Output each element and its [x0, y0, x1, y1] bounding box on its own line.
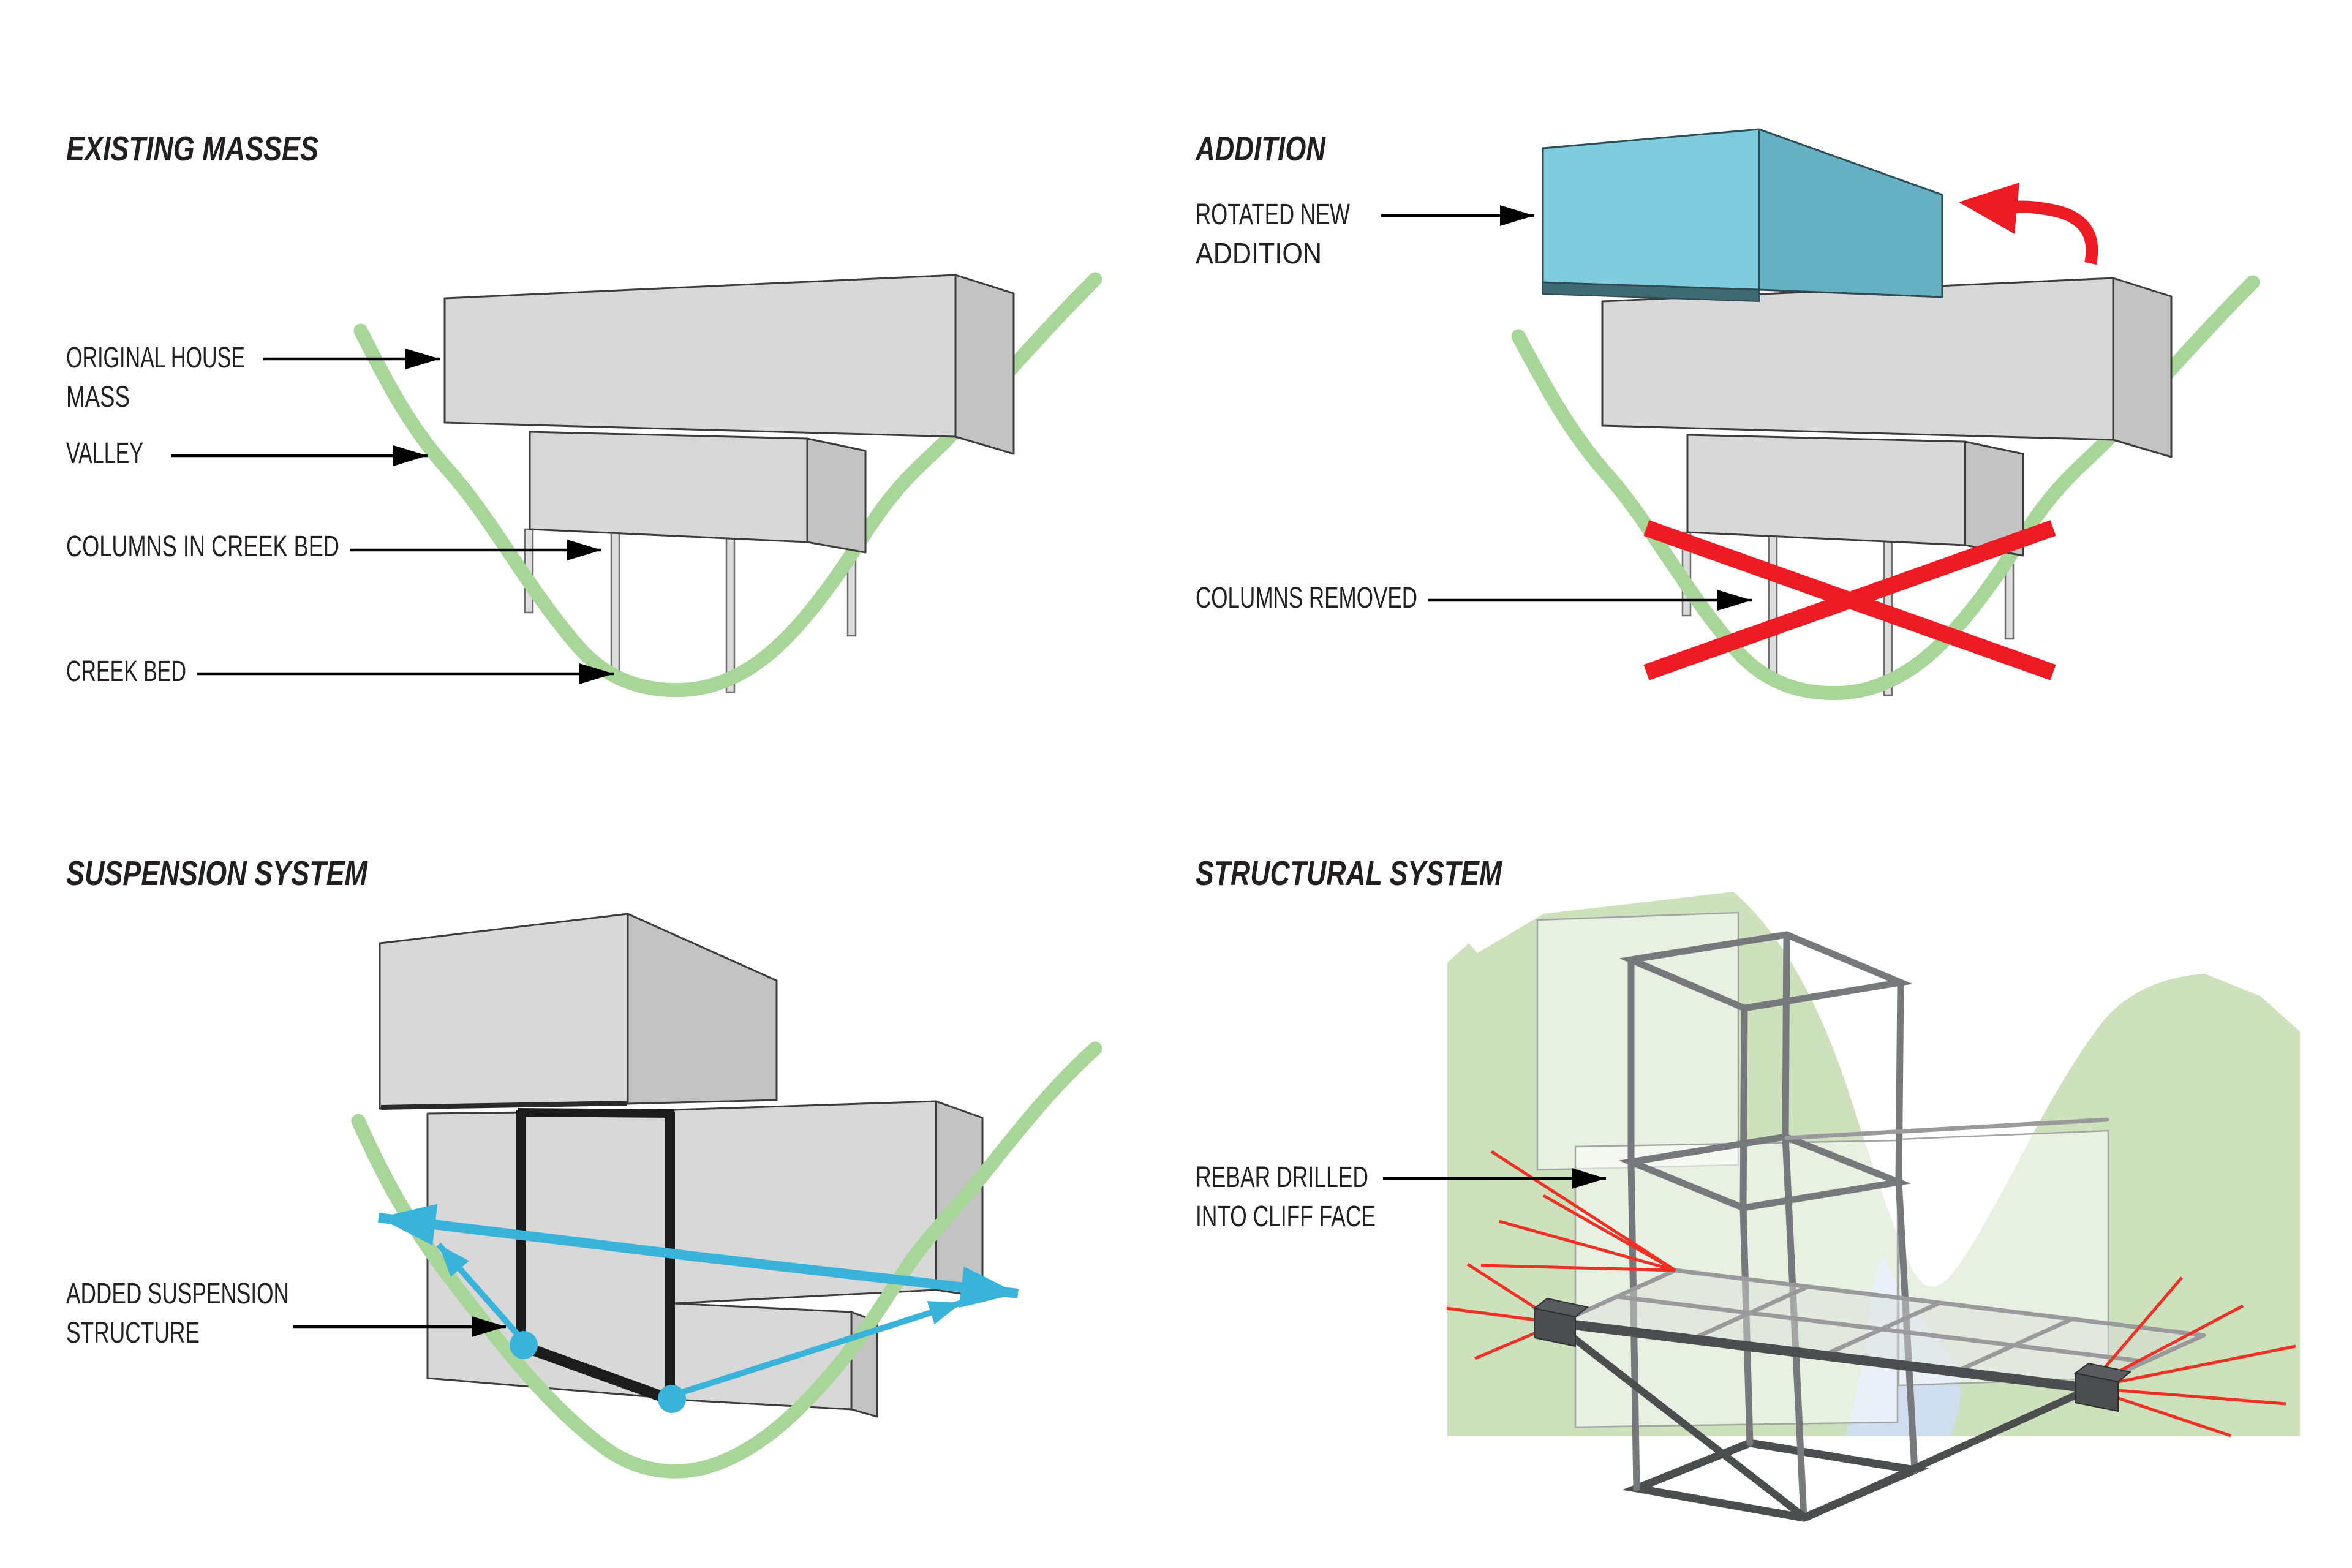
- platform-grid: [1554, 1268, 2206, 1521]
- original-house-lower-mass-side: [806, 437, 867, 554]
- panel-title: ADDITION: [1194, 129, 1326, 168]
- suspension-frame-top: [517, 1108, 674, 1118]
- cube-edge: [1740, 1204, 1754, 1447]
- anchor-block-right: [2075, 1372, 2119, 1412]
- label-creek-bed: CREEK BED: [66, 655, 186, 688]
- diagonal-brace-left: [1560, 1327, 1808, 1521]
- suspension-main-arrow-left: [378, 1204, 699, 1262]
- cube-edge: [1740, 1005, 1748, 1212]
- cube-bottom-face: [1622, 1439, 1929, 1522]
- rebar-line: [1490, 1150, 1676, 1272]
- upper-mass-side: [627, 913, 778, 1105]
- valley-line: [351, 1041, 1102, 1479]
- house-lower-mass: [1686, 434, 1966, 546]
- rotated-addition-box: [1542, 128, 1760, 291]
- main-cantilever-beam: [1554, 1318, 2092, 1393]
- suspension-cable-left: [436, 1242, 526, 1344]
- cube-edge: [1895, 1178, 1918, 1474]
- rebar-line: [1480, 1264, 1676, 1272]
- grid-beam: [1689, 1284, 1810, 1342]
- original-house-upper-mass: [443, 274, 957, 438]
- label-columns-in-creek-bed: COLUMNS IN CREEK BED: [66, 530, 339, 563]
- rebar-line: [1542, 1194, 1676, 1272]
- label-original-house: ORIGINAL HOUSE: [66, 342, 245, 374]
- upper-mass-bottom-edge: [380, 1101, 628, 1110]
- suspension-main-arrow-right: [698, 1252, 1019, 1308]
- creek-column: [725, 536, 736, 693]
- cube-edge: [1627, 1158, 1640, 1492]
- panel-existing-masses: EXISTING MASSES ORIGINAL HOUSE MASS VALL…: [66, 129, 1102, 698]
- steel-frame-lower-cube: [1622, 1117, 2109, 1522]
- upper-mass: [379, 913, 629, 1110]
- label-valley: VALLEY: [66, 437, 143, 470]
- label-rotated-new-2: ADDITION: [1196, 238, 1322, 270]
- panel-title: STRUCTURAL SYSTEM: [1196, 854, 1502, 893]
- creek-column: [610, 530, 620, 680]
- suspension-node: [510, 1331, 538, 1359]
- rebar-line: [2087, 1386, 2286, 1406]
- suspension-frame-bottom: [517, 1340, 674, 1406]
- panel-structural-system: STRUCTURAL SYSTEM: [1196, 854, 2300, 1522]
- anchor-block-left: [1534, 1307, 1576, 1348]
- steel-frame-upper-cube: [1618, 931, 1913, 1212]
- rotation-arrow-head: [1959, 183, 2019, 234]
- panel-addition: ADDITION ROTATED NEW ADDITION COLUMNS RE…: [1194, 128, 2260, 701]
- cube-edge: [1782, 931, 1790, 1140]
- panel-title: SUSPENSION SYSTEM: [66, 854, 368, 893]
- side-beam: [1784, 1117, 2109, 1140]
- rebar-line: [2087, 1344, 2296, 1390]
- label-rotated-new: ROTATED NEW: [1196, 198, 1351, 231]
- grid-beam: [1953, 1317, 2074, 1374]
- panel-suspension-system: SUSPENSION SYSTEM ADDED SUSPENSION STRUC…: [66, 854, 1102, 1479]
- creek-column: [1768, 533, 1778, 683]
- rebar-line: [1499, 1219, 1676, 1272]
- label-added-suspension-2: STRUCTURE: [66, 1317, 200, 1349]
- original-house-upper-mass-side: [954, 274, 1015, 455]
- lower-right-mass: [673, 1302, 853, 1411]
- panel-title: EXISTING MASSES: [66, 129, 318, 168]
- translucent-box-upper: [1536, 911, 1740, 1171]
- label-added-suspension: ADDED SUSPENSION: [66, 1278, 289, 1310]
- label-original-house-2: MASS: [66, 381, 130, 413]
- cube-edge: [1782, 1133, 1807, 1521]
- suspension-node: [658, 1385, 686, 1413]
- removed-columns-x-stroke: [1643, 520, 2056, 680]
- cube-edge: [1895, 979, 1904, 1186]
- label-rebar-drilled: REBAR DRILLED: [1196, 1161, 1368, 1194]
- label-rebar-drilled-2: INTO CLIFF FACE: [1196, 1200, 1376, 1233]
- suspension-cable-right: [671, 1300, 963, 1398]
- original-house-lower-mass: [529, 431, 809, 543]
- rotated-addition-box-side: [1758, 128, 1943, 298]
- label-columns-removed: COLUMNS REMOVED: [1196, 582, 1417, 614]
- diagonal-brace-right: [1803, 1388, 2087, 1521]
- grid-beam: [1821, 1300, 1942, 1358]
- house-upper-mass: [1601, 277, 2114, 441]
- house-upper-mass-side: [2112, 277, 2173, 458]
- rotation-arrow-icon: [2015, 200, 2098, 265]
